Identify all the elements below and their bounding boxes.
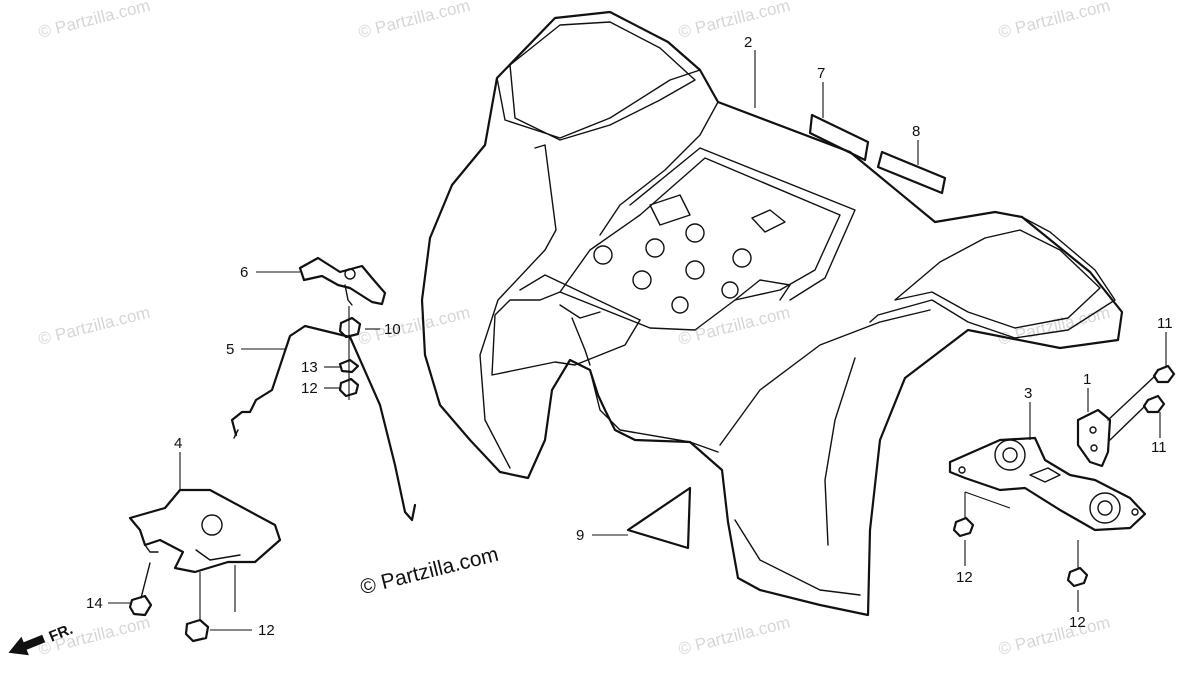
- nut-12-upper[interactable]: [338, 377, 360, 398]
- callout-8: 8: [912, 123, 920, 140]
- reflector-9[interactable]: [626, 486, 692, 550]
- nut-12-right-b[interactable]: [1066, 566, 1089, 588]
- callout-5: 5: [226, 341, 234, 358]
- callout-11: 11: [1151, 439, 1167, 456]
- watermark: © Partzilla.com: [996, 613, 1112, 659]
- callout-9: 9: [576, 527, 584, 544]
- bolt-11-lower[interactable]: [1109, 394, 1166, 441]
- leader-lines: [108, 50, 1167, 631]
- emblem-7[interactable]: [808, 113, 870, 162]
- rear-fender[interactable]: [420, 10, 1124, 617]
- callout-3: 3: [1024, 385, 1032, 402]
- callout-12: 12: [956, 569, 973, 586]
- washer-13[interactable]: [338, 358, 360, 374]
- watermark: © Partzilla.com: [356, 303, 472, 349]
- nut-12-right-a[interactable]: [952, 516, 975, 538]
- bolt-14[interactable]: [128, 562, 153, 617]
- watermark: © Partzilla.com: [676, 303, 792, 349]
- callout-7: 7: [817, 65, 825, 82]
- callout-4: 4: [174, 435, 182, 452]
- watermark: © Partzilla.com: [996, 0, 1112, 42]
- plate-3[interactable]: [948, 436, 1147, 532]
- callout-12: 12: [258, 622, 275, 639]
- callout-12: 12: [1069, 614, 1086, 631]
- nut-12-lower[interactable]: [184, 618, 210, 643]
- callout-labels: 2 7 8 6 5 10 13 12 4 14 12 9 3 1 11 11 1…: [86, 34, 1173, 639]
- callout-11: 11: [1157, 315, 1173, 332]
- watermark: © Partzilla.com: [356, 0, 472, 42]
- emblem-8[interactable]: [876, 150, 947, 195]
- bracket-1[interactable]: [1076, 408, 1112, 468]
- callout-6: 6: [240, 264, 248, 281]
- wire-rod-5[interactable]: [230, 324, 417, 522]
- bracket-4[interactable]: [128, 488, 282, 574]
- watermark: © Partzilla.com: [996, 303, 1112, 349]
- bracket-6[interactable]: [298, 256, 387, 306]
- carrier-tray: [491, 147, 856, 376]
- callout-13: 13: [301, 359, 318, 376]
- callout-12: 12: [301, 380, 318, 397]
- watermark: © Partzilla.com: [676, 613, 792, 659]
- watermark: © Partzilla.com: [676, 0, 792, 42]
- callout-1: 1: [1083, 371, 1091, 388]
- watermark: © Partzilla.com: [36, 0, 152, 42]
- callout-10: 10: [384, 321, 401, 338]
- callout-14: 14: [86, 595, 103, 612]
- watermark-layer: © Partzilla.com © Partzilla.com © Partzi…: [36, 0, 1112, 659]
- watermark: © Partzilla.com: [36, 303, 152, 349]
- bolt-11-upper[interactable]: [1107, 364, 1176, 421]
- callout-2: 2: [744, 34, 752, 51]
- grommet-10[interactable]: [338, 316, 362, 339]
